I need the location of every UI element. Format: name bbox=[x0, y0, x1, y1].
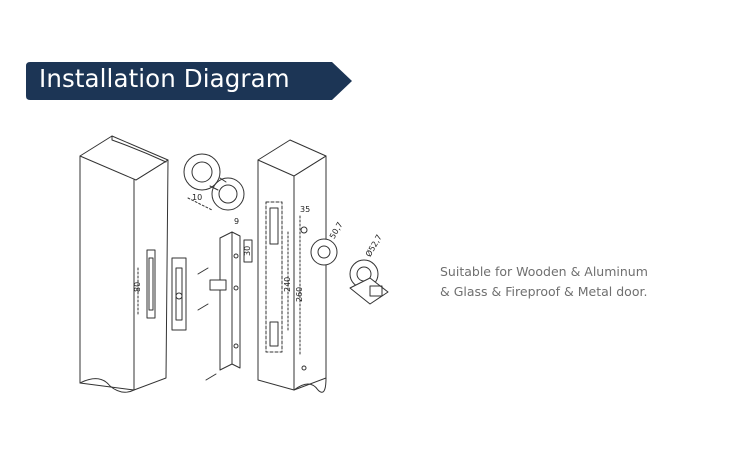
dim-label-240: 240 bbox=[283, 277, 292, 292]
mortise-lock-body bbox=[197, 231, 253, 381]
banner-ribbon-shape bbox=[26, 62, 352, 100]
right-door-panel bbox=[257, 139, 327, 393]
compatibility-caption: Suitable for Wooden & Aluminum & Glass &… bbox=[440, 262, 648, 302]
installation-diagram: 10 9 80 30 240 260 35 50,7 Ø52,7 bbox=[79, 135, 389, 393]
right-door-mortise bbox=[265, 201, 308, 371]
dim-label-10: 10 bbox=[192, 193, 202, 202]
banner-title: Installation Diagram bbox=[39, 64, 290, 93]
caption-line-1: Suitable for Wooden & Aluminum bbox=[440, 264, 648, 279]
left-cylinder-rings bbox=[183, 153, 245, 211]
dim-label-80: 80 bbox=[133, 282, 142, 292]
left-door-strike-cutout bbox=[137, 249, 187, 331]
dim-label-35: 35 bbox=[300, 205, 310, 214]
dim-label-30: 30 bbox=[243, 246, 252, 256]
caption-line-2: & Glass & Fireproof & Metal door. bbox=[440, 284, 648, 299]
left-door-panel bbox=[79, 135, 169, 393]
dim-label-9: 9 bbox=[234, 217, 239, 226]
right-cylinder-hardware bbox=[310, 238, 389, 305]
dim-label-52-7: Ø52,7 bbox=[363, 233, 384, 259]
dim-label-50-7: 50,7 bbox=[328, 221, 345, 241]
dim-label-260: 260 bbox=[295, 287, 304, 302]
section-banner: Installation Diagram bbox=[26, 62, 352, 100]
